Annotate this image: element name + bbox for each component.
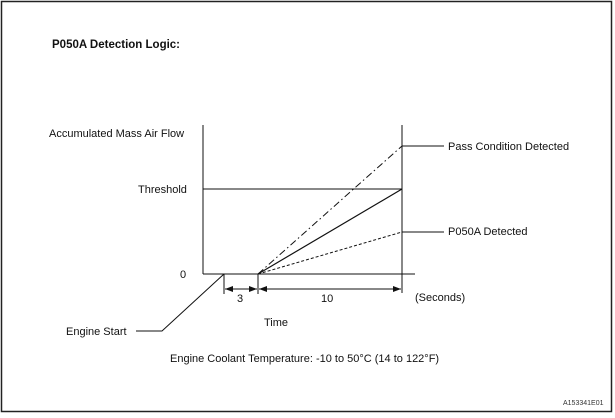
fail-trace [257,231,403,275]
engine-start-callout-line [136,273,225,332]
threshold-label: Threshold [138,184,187,196]
engine-start-label: Engine Start [66,326,127,338]
y-axis-label: Accumulated Mass Air Flow [49,128,184,140]
interval-10-label: 10 [321,293,333,305]
diagram-title: P050A Detection Logic: [52,39,180,51]
threshold-trace [257,188,403,275]
zero-label: 0 [180,269,186,281]
condition-note: Engine Coolant Temperature: -10 to 50°C … [170,353,439,365]
interval-3-label: 3 [237,293,243,305]
x-axis-label: Time [264,317,288,329]
pass-label: Pass Condition Detected [448,141,569,153]
pass-trace [257,145,403,275]
detected-label: P050A Detected [448,226,528,238]
figure-id: A153341E01 [563,400,604,407]
units-label: (Seconds) [415,292,465,304]
